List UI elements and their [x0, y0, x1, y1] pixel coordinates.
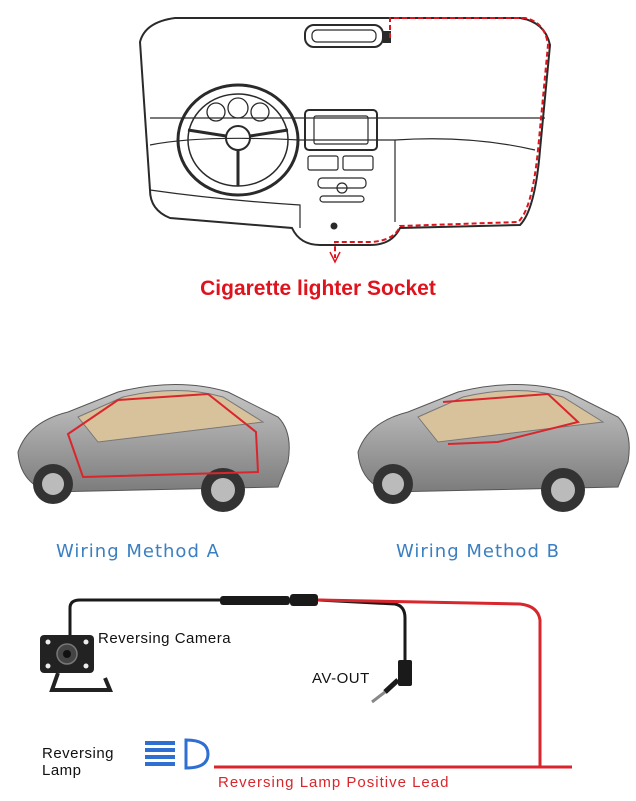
car-wiring-method-b [357, 384, 630, 512]
reversing-lamp-label-line2: Lamp [42, 762, 82, 779]
reversing-camera-wiring [40, 594, 572, 770]
av-out-label: AV-OUT [312, 670, 370, 687]
cigarette-lighter-title: Cigarette lighter Socket [200, 277, 436, 300]
reversing-lamp-lead-label: Reversing Lamp Positive Lead [218, 774, 450, 791]
wiring-method-a-label: Wiring Method A [56, 541, 220, 562]
wiring-method-b-label: Wiring Method B [396, 541, 560, 562]
reversing-lamp-icon [145, 738, 210, 770]
reversing-camera-label: Reversing Camera [98, 630, 232, 647]
dashboard-illustration [138, 17, 552, 264]
car-wiring-method-a [17, 384, 290, 512]
reversing-lamp-label-line1: Reversing [42, 745, 115, 762]
